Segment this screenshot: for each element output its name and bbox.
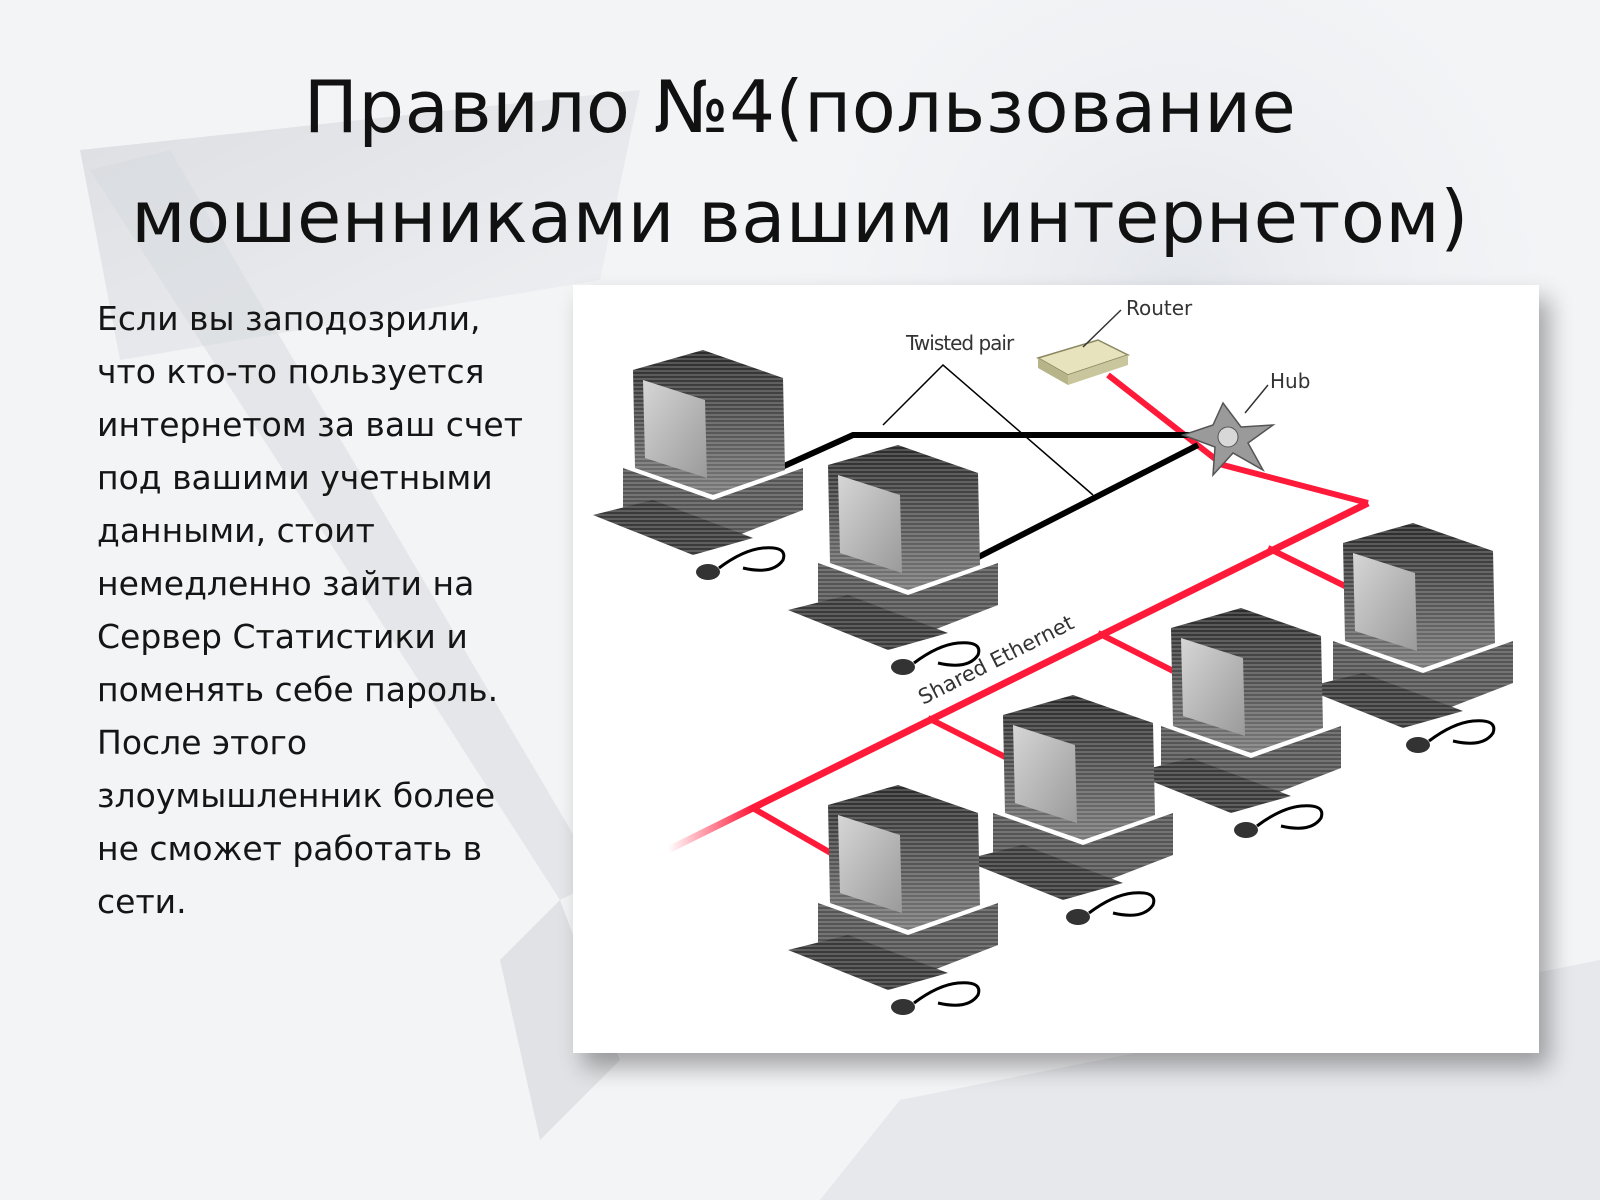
body-line: что кто-то пользуется [97, 352, 485, 391]
body-line: под вашими учетными [97, 458, 493, 497]
body-line: данными, стоит [97, 511, 375, 550]
network-diagram: Router Hub Twisted pair Shared Ethernet [573, 285, 1539, 1053]
slide-title-line: Правило №4(пользование [303, 65, 1297, 149]
twisted-pair-label: Twisted pair [905, 331, 1015, 355]
router-icon [1036, 309, 1130, 385]
hub-icon [1180, 384, 1276, 478]
computer-icon [1301, 521, 1515, 755]
body-line: После этого [97, 723, 308, 762]
router-label: Router [1126, 296, 1193, 320]
network-diagram-svg: Router Hub Twisted pair Shared Ethernet [591, 296, 1515, 1017]
body-line: не сможет работать в [97, 829, 483, 868]
computer-icon [591, 348, 805, 582]
body-line: интернетом за ваш счет [97, 405, 523, 444]
body-line: немедленно зайти на [97, 564, 475, 603]
body-line: Сервер Статистики и [97, 617, 468, 656]
computer-icon [786, 443, 1000, 677]
twisted-pair-cables [771, 363, 1200, 573]
body-line: сети. [97, 882, 187, 921]
hub-label: Hub [1270, 369, 1310, 393]
slide-title-line: мошенниками вашим интернетом) [131, 175, 1469, 259]
body-line: злоумышленник более [97, 776, 496, 815]
slide-body-text: Если вы заподозрили, что кто-то пользует… [97, 292, 567, 928]
body-line: поменять себе пароль. [97, 670, 499, 709]
body-line: Если вы заподозрили, [97, 299, 481, 338]
computer-icon [1129, 606, 1343, 840]
computer-icon [961, 693, 1175, 927]
computer-icon [786, 783, 1000, 1017]
slide-title: Правило №4(пользование мошенниками вашим… [40, 52, 1560, 272]
